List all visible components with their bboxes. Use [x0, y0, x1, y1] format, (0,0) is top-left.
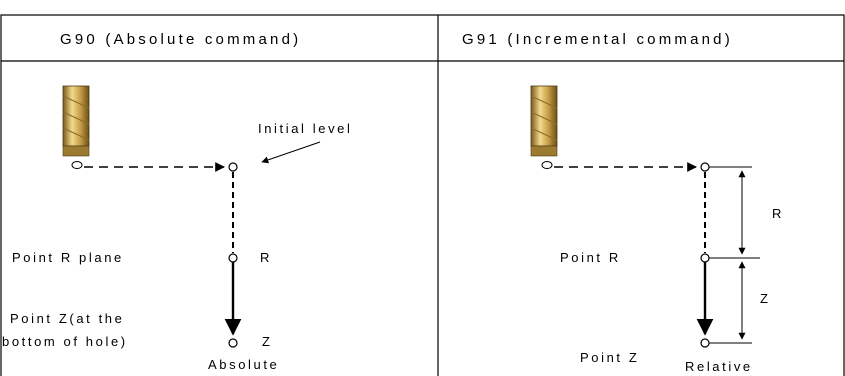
z-dimension-label: Z: [760, 291, 771, 306]
point-r-plane-label: Point R plane: [12, 250, 124, 265]
point-z-marker: [700, 338, 710, 348]
point-r-plane-marker: [228, 253, 238, 263]
end-mill-tool-icon: [62, 85, 90, 157]
z-marker-label: Z: [262, 334, 273, 349]
relative-mode-label: Relative: [685, 359, 753, 374]
tool-tip-marker: [541, 161, 553, 169]
r-dimension-label: R: [772, 206, 784, 221]
point-z-label-line2: bottom of hole): [2, 334, 128, 349]
end-mill-tool-icon: [530, 85, 558, 157]
point-r-label: Point R: [560, 250, 621, 265]
initial-level-arrow: [261, 141, 321, 164]
initial-level-point: [228, 162, 238, 172]
initial-level-label: Initial level: [258, 121, 353, 136]
tool-tip-marker: [71, 161, 83, 169]
absolute-mode-label: Absolute: [208, 357, 279, 372]
point-z-label-line1: Point Z(at the: [10, 311, 124, 326]
g90-header: G90 (Absolute command): [60, 31, 301, 48]
table-frame: [0, 14, 845, 376]
r-marker-label: R: [260, 250, 272, 265]
g91-header: G91 (Incremental command): [462, 31, 733, 48]
initial-level-point: [700, 162, 710, 172]
point-z-label: Point Z: [580, 350, 639, 365]
point-z-marker: [228, 338, 238, 348]
point-r-marker: [700, 253, 710, 263]
